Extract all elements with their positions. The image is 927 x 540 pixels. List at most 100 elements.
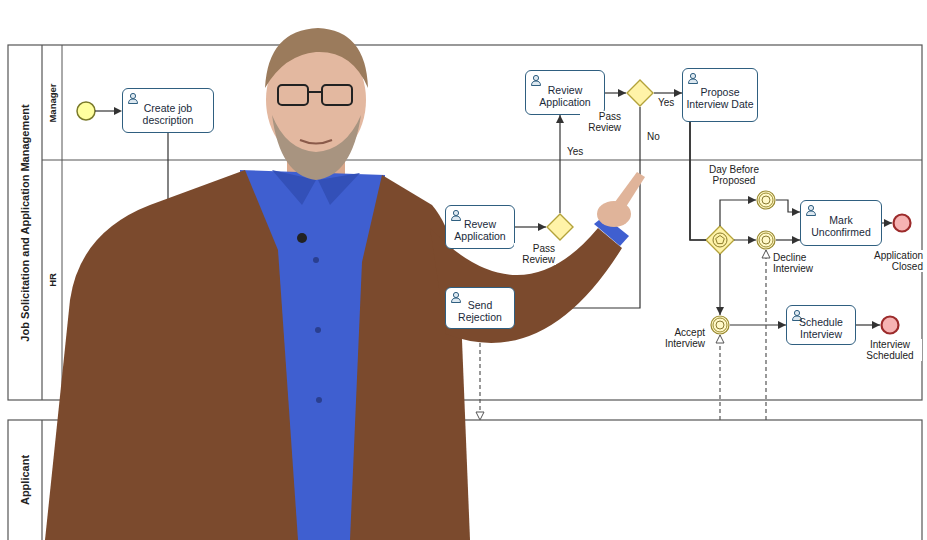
sequence-flow xyxy=(559,115,560,213)
task-texts: Mark Unconfirmed xyxy=(801,205,881,241)
sequence-flow xyxy=(605,92,626,93)
intermediate-event: Decline Interview xyxy=(756,230,776,250)
event-gateway-ring xyxy=(713,233,727,247)
icon-body xyxy=(689,79,698,84)
lane-divider xyxy=(42,160,922,161)
node-outline xyxy=(892,213,912,233)
gateway-shape xyxy=(627,80,653,106)
task-texts: Create job description xyxy=(123,93,213,129)
pool-band-line xyxy=(41,420,42,540)
event-outer-ring xyxy=(757,231,775,249)
glasses xyxy=(322,85,352,105)
task-box: Propose Interview Date xyxy=(682,68,758,122)
label-band: Job Solicitation and Application Managem… xyxy=(8,45,42,400)
glasses-bridge xyxy=(308,91,322,93)
gateway-diamond: Pass Review xyxy=(626,79,654,107)
sequence-flow xyxy=(776,239,800,240)
mouth xyxy=(300,140,332,144)
task-label: Create job description xyxy=(123,93,213,129)
message-flow xyxy=(719,335,720,420)
flow-label: No xyxy=(646,131,661,142)
task-texts: Revew Application xyxy=(446,209,514,245)
event-inner-ring xyxy=(713,318,727,332)
intermediate-event: Accept Interview xyxy=(710,315,730,335)
swimlane: HRRevew ApplicationPass ReviewSend Rejec… xyxy=(42,160,922,400)
user-task-icon xyxy=(530,74,542,86)
lane-label: Manager xyxy=(47,83,58,122)
task-box: Revew Application xyxy=(445,205,515,249)
sequence-flow xyxy=(856,324,880,325)
icon-body xyxy=(807,211,816,216)
task-label: Propose Interview Date xyxy=(683,77,757,113)
event-outer-ring xyxy=(757,191,775,209)
sequence-flow xyxy=(776,200,800,212)
icon-body xyxy=(452,298,461,303)
task-texts: Send Rejection xyxy=(446,290,514,326)
user-task-icon xyxy=(450,209,462,221)
flow-label: Yes xyxy=(566,146,584,157)
icon-head xyxy=(533,75,538,80)
task-label: Review Application xyxy=(526,75,604,111)
task-texts: Review Application xyxy=(526,75,604,111)
user-task-icon xyxy=(127,92,139,104)
event-label: Day Before Proposed xyxy=(700,164,768,186)
icon-head xyxy=(808,205,813,210)
icon-body xyxy=(129,99,138,104)
task-label: Mark Unconfirmed xyxy=(801,205,881,241)
task-texts: Schedule Interview xyxy=(787,307,855,343)
sequence-flow xyxy=(882,222,892,223)
event-gateway-pentagon xyxy=(716,236,725,244)
node-outline xyxy=(756,230,776,250)
node-outline xyxy=(710,315,730,335)
sequence-flow xyxy=(654,92,682,93)
task-label: Revew Application xyxy=(446,209,514,245)
node-outline xyxy=(546,213,574,241)
message-flow xyxy=(479,329,480,420)
button xyxy=(316,397,322,403)
glasses xyxy=(278,85,308,105)
event-label: Interview Scheduled xyxy=(858,339,922,361)
sequence-flow xyxy=(95,110,116,111)
beard xyxy=(272,115,361,180)
start-event xyxy=(77,102,95,120)
icon-head xyxy=(453,292,458,297)
pool-label: Job Solicitation and Application Managem… xyxy=(19,104,31,341)
event-label: Pass Review xyxy=(514,243,556,265)
task-box: Review Application xyxy=(525,70,605,115)
event-label: Accept Interview xyxy=(642,327,706,349)
label-band: HR xyxy=(42,160,62,400)
end-event-shape xyxy=(882,317,899,334)
node-outline xyxy=(880,315,900,335)
sequence-flow xyxy=(730,324,786,325)
pool: Applicant xyxy=(8,420,922,540)
end-event: Application Closed xyxy=(892,213,912,233)
event-inner-ring xyxy=(759,233,773,247)
microphone xyxy=(297,233,307,243)
icon-body xyxy=(452,216,461,221)
task-label: Send Rejection xyxy=(446,290,514,326)
hair xyxy=(265,28,368,88)
button xyxy=(315,327,321,333)
event-outer-ring xyxy=(711,316,729,334)
swimlane: Manager Create job description Review Appl… xyxy=(42,45,922,160)
jacket xyxy=(45,170,298,540)
label-band: Applicant xyxy=(8,420,42,540)
lane-label: HR xyxy=(47,273,58,287)
icon-head xyxy=(130,93,135,98)
intermediate-event: Day Before Proposed xyxy=(756,190,776,210)
message-flow xyxy=(765,250,766,420)
icon-head xyxy=(453,210,458,215)
label-band: Manager xyxy=(42,45,62,160)
lane-band-line xyxy=(62,45,63,400)
button xyxy=(313,257,319,263)
task-box: Schedule Interview xyxy=(786,305,856,345)
gateway-diamond: Pass Review xyxy=(546,213,574,241)
task-texts: Propose Interview Date xyxy=(683,77,757,113)
sequence-flow xyxy=(515,226,546,227)
event-label: Application Closed xyxy=(866,250,924,272)
user-task-icon xyxy=(805,204,817,216)
event-label: Decline Interview xyxy=(772,252,826,274)
icon-body xyxy=(532,81,541,86)
event-icon xyxy=(762,196,770,204)
